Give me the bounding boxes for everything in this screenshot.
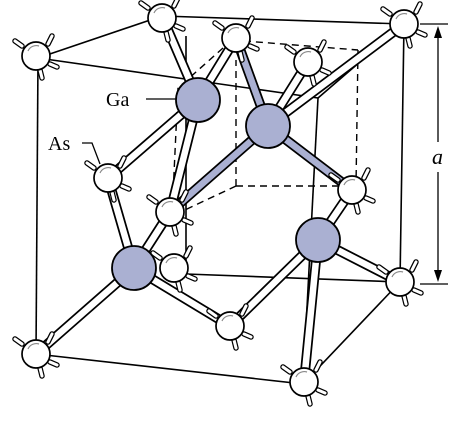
as-atom — [15, 36, 57, 78]
cube-edge — [37, 15, 163, 59]
cube-edge — [37, 57, 319, 99]
as-atom — [209, 306, 251, 348]
as-atom — [15, 334, 57, 376]
ga-atom — [111, 245, 157, 291]
dimension-arrow-up — [434, 26, 442, 38]
hidden-edge — [231, 39, 359, 51]
cube-edge — [161, 15, 405, 25]
atom-labels: Ga As — [48, 89, 176, 165]
as-atom — [141, 0, 183, 40]
lattice-constant-dimension: a — [420, 23, 448, 285]
as-label-leader — [82, 142, 101, 165]
dimension-arrow-down — [434, 270, 442, 282]
unit-cell-cube — [35, 15, 405, 385]
hidden-edge — [171, 87, 179, 217]
cube-edge — [185, 273, 401, 283]
ga-atoms — [111, 77, 341, 291]
as-label: As — [48, 133, 70, 155]
cube-edge — [35, 353, 304, 385]
lattice-constant-label: a — [432, 144, 443, 169]
hidden-edge — [355, 49, 359, 187]
cube-edge — [399, 23, 405, 283]
ga-atom — [175, 77, 221, 123]
ga-label: Ga — [106, 89, 129, 111]
ga-atom — [295, 217, 341, 263]
as-atom — [283, 362, 325, 404]
ga-atom — [245, 103, 291, 149]
cube-edge — [35, 57, 39, 355]
